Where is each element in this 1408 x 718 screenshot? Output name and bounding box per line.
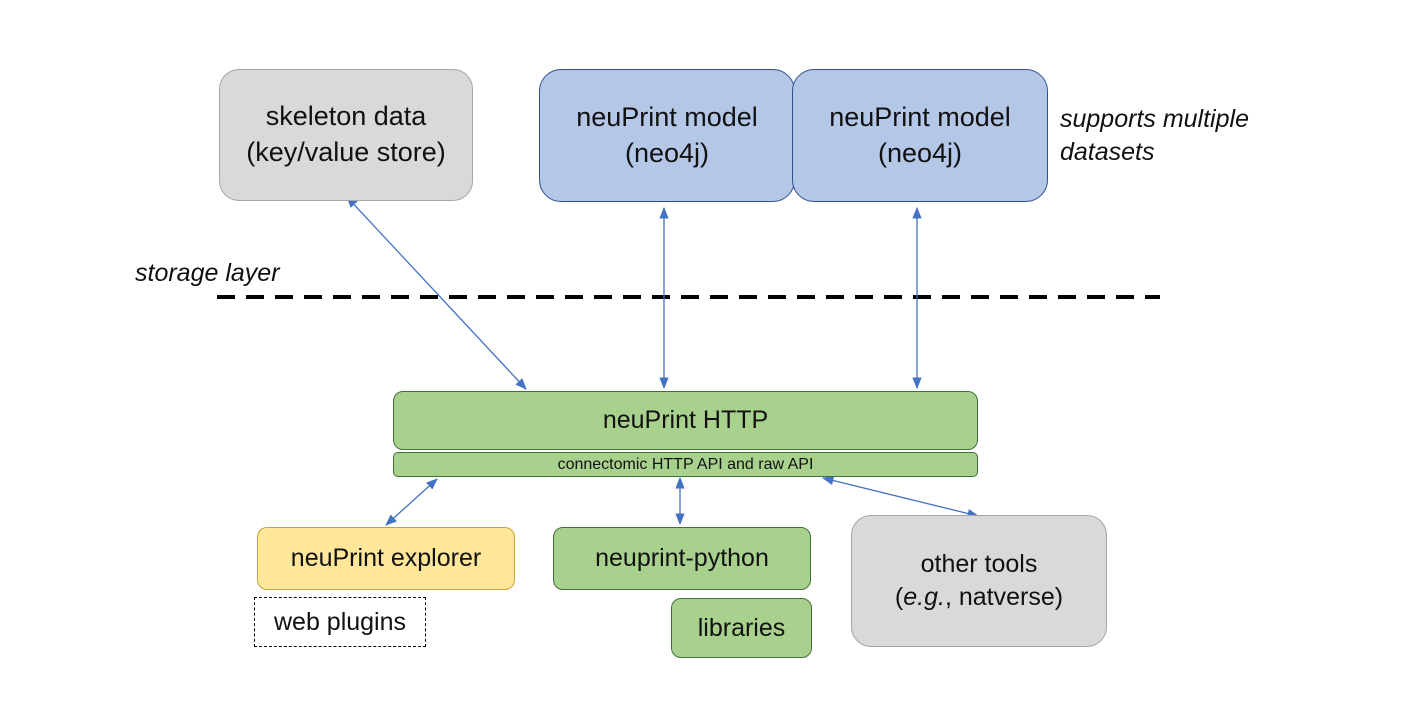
neuprint-python-label: neuprint-python bbox=[595, 544, 769, 572]
arrow-skeleton-http bbox=[346, 196, 527, 390]
connectomic-api-label: connectomic HTTP API and raw API bbox=[557, 455, 814, 473]
skeleton-data-subtitle: (key/value store) bbox=[246, 137, 446, 167]
arrow-api-explorer bbox=[385, 478, 438, 526]
neuprint-http-label: neuPrint HTTP bbox=[602, 406, 769, 434]
model-1-subtitle: (neo4j) bbox=[624, 137, 710, 168]
web-plugins-node: web plugins bbox=[254, 597, 426, 647]
neuprint-model-node-2: neuPrint model (neo4j) bbox=[792, 69, 1048, 202]
model-1-title: neuPrint model bbox=[576, 101, 758, 132]
neuprint-explorer-label: neuPrint explorer bbox=[290, 544, 482, 572]
skeleton-data-node: skeleton data (key/value store) bbox=[219, 69, 473, 201]
arrow-api-other bbox=[821, 475, 980, 519]
model-2-title: neuPrint model bbox=[829, 101, 1011, 132]
other-tools-eg: e.g. bbox=[903, 583, 945, 611]
supports-line-1: supports multiple bbox=[1060, 105, 1249, 133]
web-plugins-label: web plugins bbox=[273, 607, 407, 636]
connectomic-api-bar: connectomic HTTP API and raw API bbox=[393, 452, 978, 477]
libraries-node: libraries bbox=[671, 598, 812, 658]
other-tools-subtitle: (e.g., natverse) bbox=[894, 583, 1064, 611]
supports-line-2: datasets bbox=[1060, 138, 1155, 166]
storage-layer-label: storage layer bbox=[135, 259, 280, 287]
neuprint-explorer-node: neuPrint explorer bbox=[257, 527, 515, 590]
other-tools-rest: , natverse) bbox=[944, 583, 1064, 611]
neuprint-http-node: neuPrint HTTP bbox=[393, 391, 978, 450]
other-tools-title: other tools bbox=[920, 550, 1038, 578]
libraries-label: libraries bbox=[697, 613, 786, 642]
neuprint-python-node: neuprint-python bbox=[553, 527, 811, 590]
skeleton-data-title: skeleton data bbox=[265, 101, 427, 132]
neuprint-model-node-1: neuPrint model (neo4j) bbox=[539, 69, 795, 202]
other-tools-node: other tools (e.g., natverse) bbox=[851, 515, 1107, 647]
supports-multiple-datasets-note: supports multiple datasets bbox=[1060, 103, 1249, 169]
model-2-subtitle: (neo4j) bbox=[877, 137, 963, 168]
